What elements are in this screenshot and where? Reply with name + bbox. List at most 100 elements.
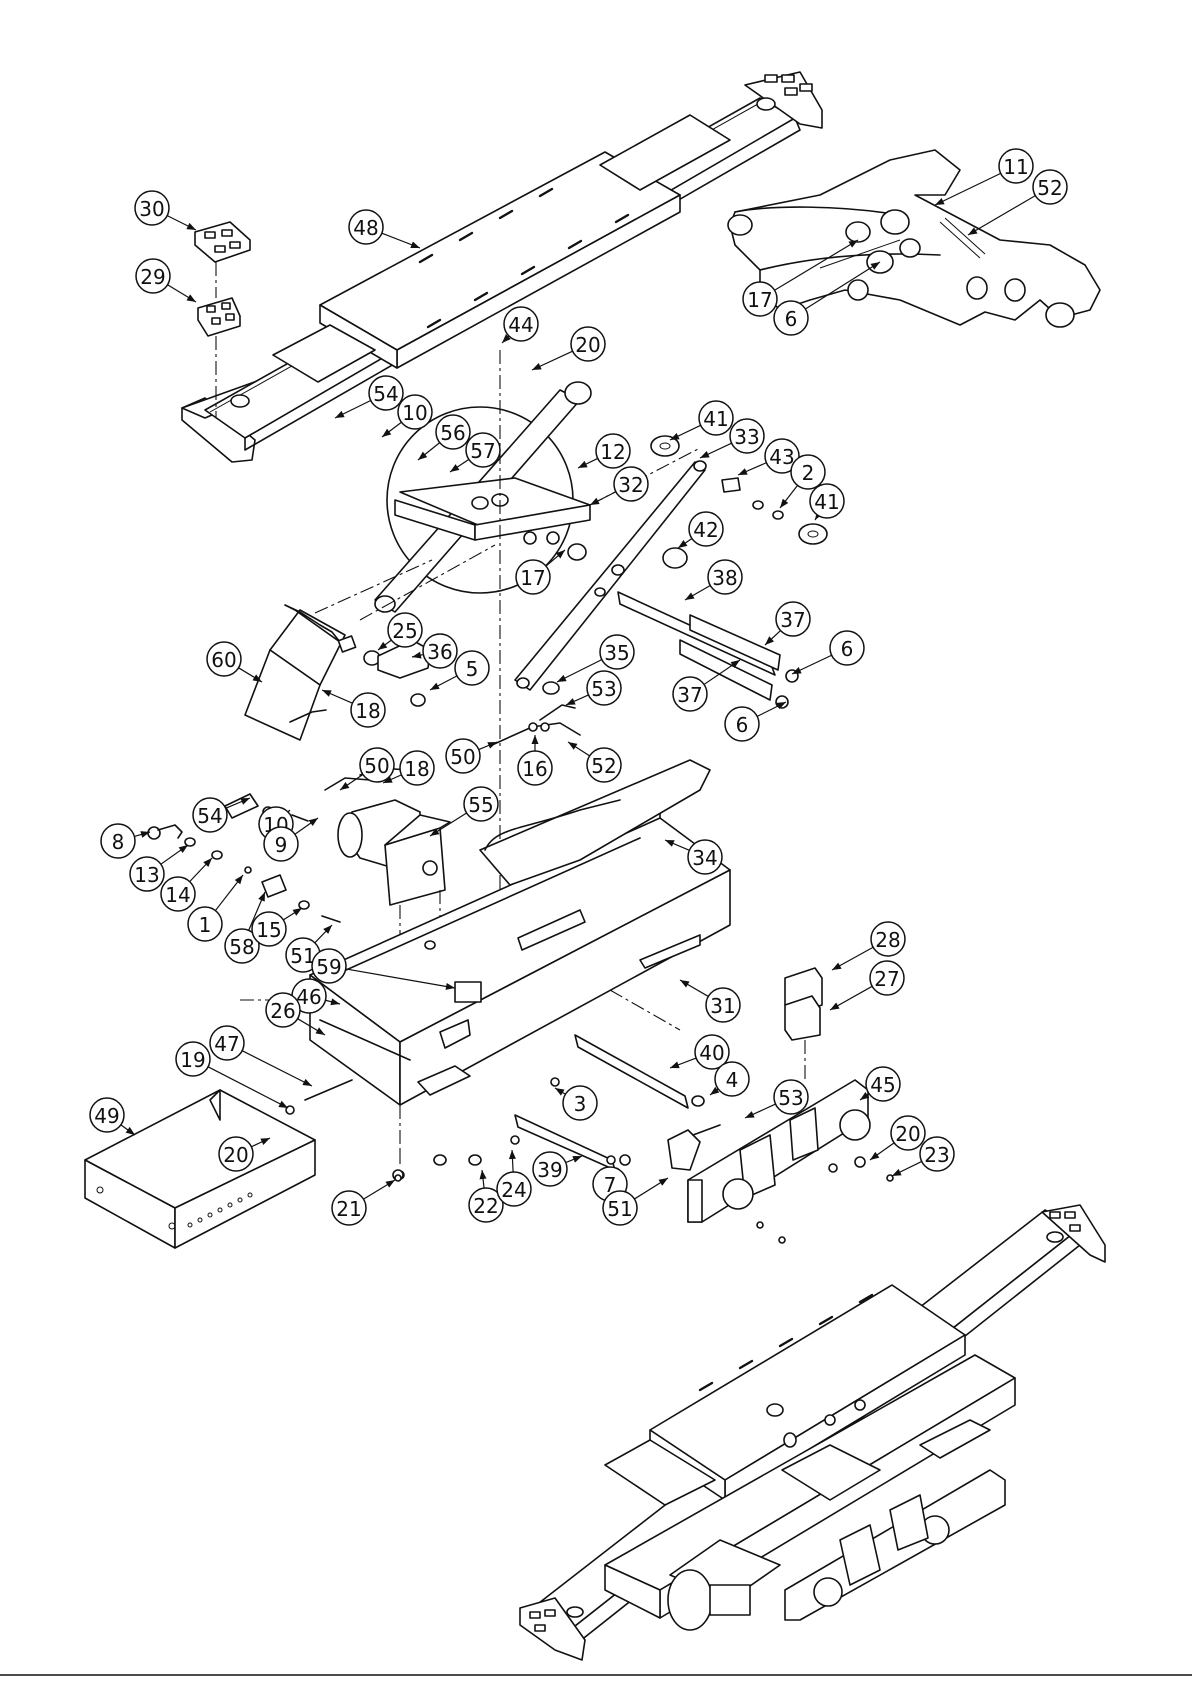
callout-arrowhead xyxy=(745,1111,755,1118)
callout-arrowhead xyxy=(186,223,196,230)
callout-label: 3 xyxy=(574,1092,587,1116)
callout-29: 29 xyxy=(136,259,196,302)
callout-arrowhead xyxy=(557,675,567,682)
callout-arrowhead xyxy=(780,499,788,508)
callout-53: 53 xyxy=(566,671,621,705)
callout-arrowhead xyxy=(293,908,302,916)
pad-30 xyxy=(195,222,250,262)
callout-arrowhead xyxy=(186,294,196,302)
callout-40: 40 xyxy=(670,1035,729,1069)
callout-label: 6 xyxy=(736,713,749,737)
callout-41: 41 xyxy=(810,484,844,520)
callout-label: 1 xyxy=(199,913,212,937)
callout-arrowhead xyxy=(892,1169,902,1176)
callout-3: 3 xyxy=(555,1086,597,1120)
callout-arrowhead xyxy=(832,963,842,970)
callout-label: 23 xyxy=(924,1143,949,1167)
callout-label: 11 xyxy=(1003,155,1028,179)
callout-label: 37 xyxy=(780,608,805,632)
callout-label: 58 xyxy=(229,935,254,959)
callout-arrowhead xyxy=(430,683,440,690)
callout-39: 39 xyxy=(533,1152,582,1186)
callout-6: 6 xyxy=(792,631,864,674)
callout-arrowhead xyxy=(680,980,690,988)
callout-arrowhead xyxy=(450,464,459,472)
callout-30: 30 xyxy=(135,191,196,230)
callout-label: 8 xyxy=(112,830,125,854)
block-28-27 xyxy=(785,968,822,1080)
callout-label: 40 xyxy=(699,1041,724,1065)
callout-label: 5 xyxy=(466,657,479,681)
callout-label: 57 xyxy=(470,439,495,463)
callout-label: 6 xyxy=(785,307,798,331)
callout-arrowhead xyxy=(126,1127,135,1135)
callout-arrowhead xyxy=(278,1101,288,1108)
callout-label: 16 xyxy=(522,757,547,781)
callout-48: 48 xyxy=(349,210,420,248)
callout-11: 11 xyxy=(935,149,1033,205)
callout-arrowhead xyxy=(700,451,710,458)
callout-label: 28 xyxy=(875,928,900,952)
callout-arrowhead xyxy=(590,498,600,505)
callout-label: 52 xyxy=(591,754,616,778)
callout-32: 32 xyxy=(590,467,648,505)
callout-label: 35 xyxy=(604,641,629,665)
callout-label: 17 xyxy=(520,566,545,590)
callout-label: 41 xyxy=(703,407,728,431)
callout-arrowhead xyxy=(487,742,497,749)
callout-label: 9 xyxy=(275,833,288,857)
callout-label: 60 xyxy=(211,648,236,672)
callout-leader xyxy=(775,240,858,290)
callout-14: 14 xyxy=(161,858,212,911)
callout-label: 59 xyxy=(316,955,341,979)
callout-8: 8 xyxy=(101,824,150,858)
callout-label: 21 xyxy=(336,1197,361,1221)
callout-arrowhead xyxy=(670,1062,680,1069)
callout-arrowhead xyxy=(935,198,945,205)
callout-arrowhead xyxy=(302,1079,312,1086)
callout-leader xyxy=(242,1051,312,1086)
callout-label: 15 xyxy=(256,918,281,942)
callout-52: 52 xyxy=(568,742,621,782)
callout-label: 27 xyxy=(874,967,899,991)
callout-label: 42 xyxy=(693,518,718,542)
callout-label: 18 xyxy=(404,757,429,781)
callout-label: 6 xyxy=(841,637,854,661)
callout-label: 20 xyxy=(895,1122,920,1146)
callout-42: 42 xyxy=(678,512,723,548)
callout-label: 38 xyxy=(712,566,737,590)
callout-44: 44 xyxy=(502,307,538,343)
callout-arrowhead xyxy=(335,411,345,418)
callout-arrowhead xyxy=(685,592,695,600)
callout-50: 50 xyxy=(446,739,497,773)
callout-label: 10 xyxy=(402,401,427,425)
callout-arrowhead xyxy=(378,642,387,650)
callout-arrowhead xyxy=(309,818,318,826)
callout-arrowhead xyxy=(568,742,577,750)
callout-60: 60 xyxy=(207,642,262,682)
callout-49: 49 xyxy=(90,1098,135,1135)
callout-label: 41 xyxy=(814,490,839,514)
callout-label: 20 xyxy=(223,1143,248,1167)
callout-arrowhead xyxy=(385,1180,395,1188)
callout-label: 34 xyxy=(692,846,717,870)
callout-37: 37 xyxy=(765,602,810,645)
callout-arrowhead xyxy=(555,1088,565,1096)
callout-label: 36 xyxy=(427,640,452,664)
callout-label: 47 xyxy=(214,1032,239,1056)
callout-arrowhead xyxy=(678,540,687,548)
callout-arrowhead xyxy=(322,690,332,697)
callout-47: 47 xyxy=(210,1026,312,1086)
callout-31: 31 xyxy=(680,980,740,1022)
callout-arrowhead xyxy=(258,892,265,902)
callout-label: 22 xyxy=(473,1194,498,1218)
callout-label: 51 xyxy=(607,1197,632,1221)
callout-41: 41 xyxy=(670,401,733,440)
callout-arrowhead xyxy=(235,875,243,884)
callout-18: 18 xyxy=(322,690,385,727)
callout-20: 20 xyxy=(870,1116,925,1160)
callout-label: 24 xyxy=(501,1178,526,1202)
callout-54: 54 xyxy=(335,376,403,418)
callout-38: 38 xyxy=(685,560,742,600)
